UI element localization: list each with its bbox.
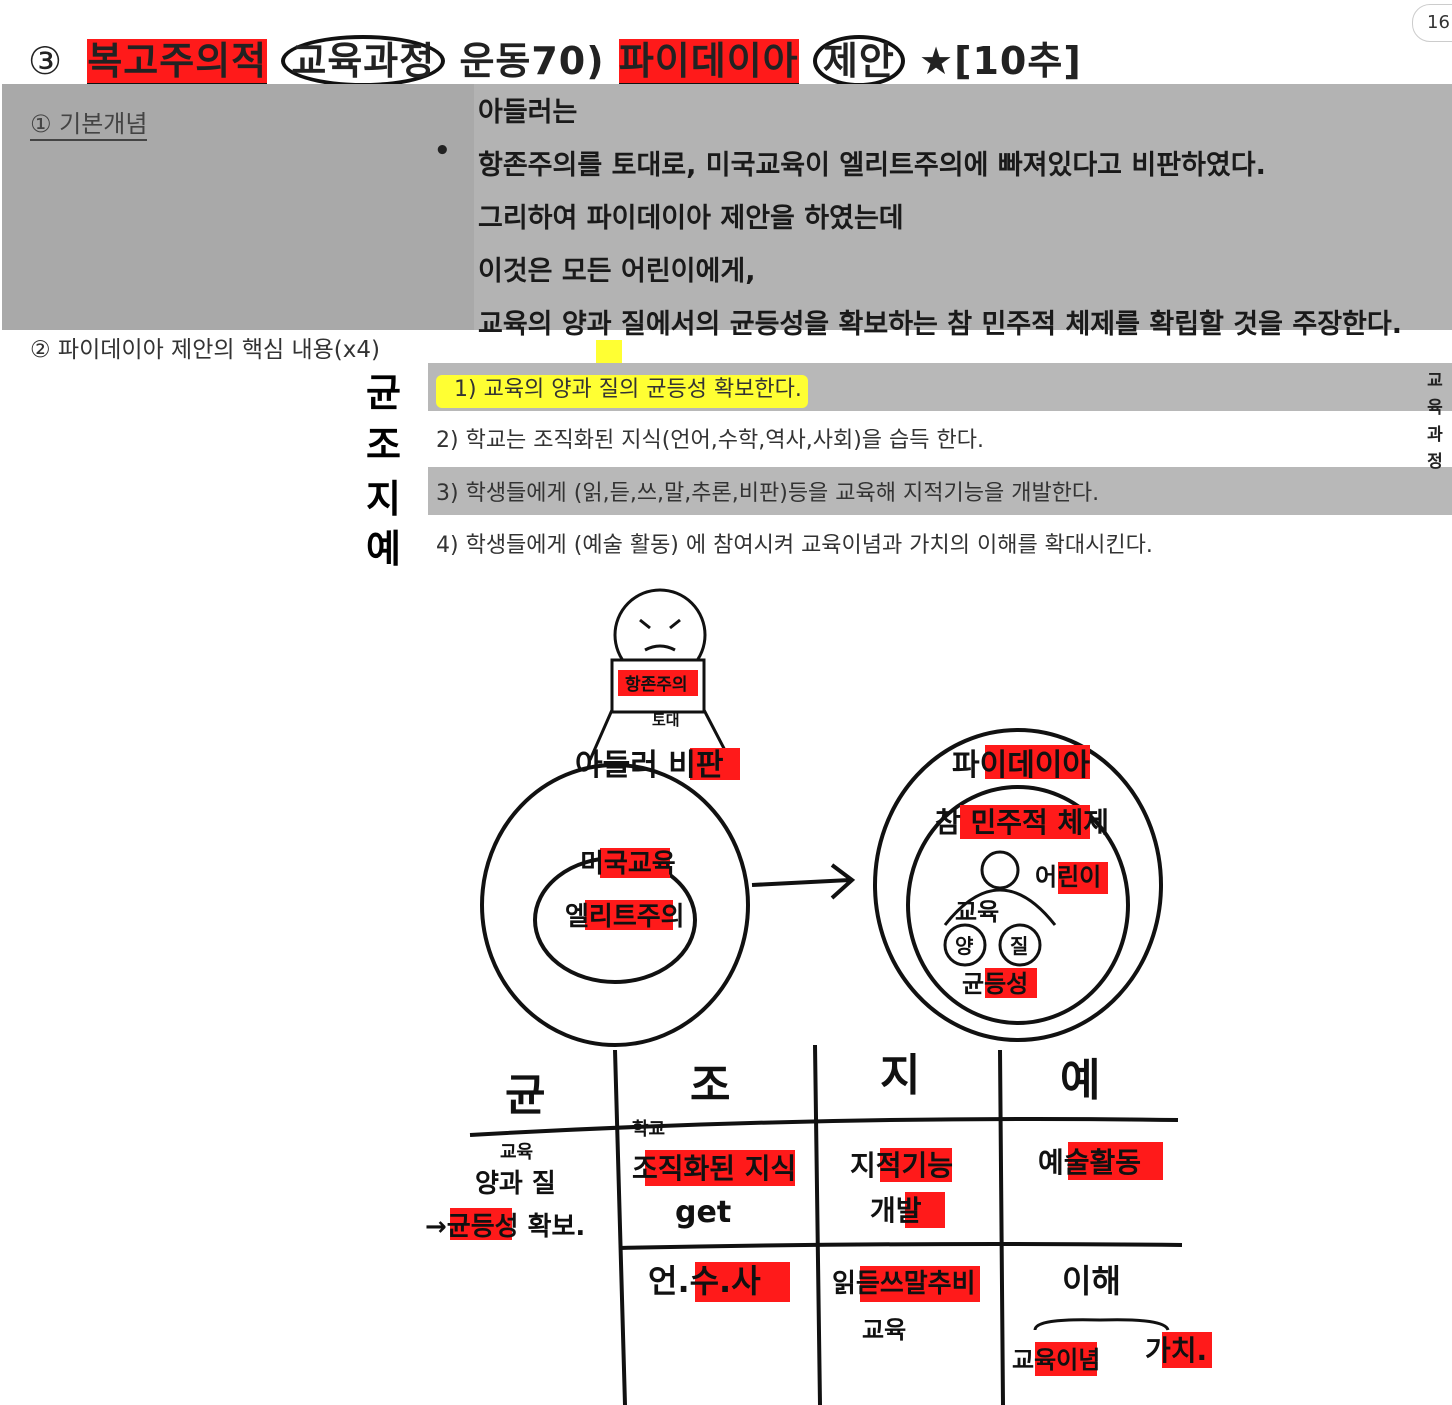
r1c1-line3: →균등성 확보. <box>425 1212 585 1242</box>
left-circle-outer <box>480 763 750 1047</box>
figure-face <box>639 618 681 652</box>
table-vertical-lines <box>613 1044 1005 1405</box>
quantity-circle <box>943 923 987 967</box>
left-highlight-1 <box>600 848 670 878</box>
right-circle-inner <box>906 785 1130 1025</box>
bullet-marker: • <box>434 136 451 166</box>
left-circle-top-label: 아들러 비판 <box>575 748 724 783</box>
right-q1: 양 <box>955 934 974 958</box>
right-equal-label: 균등성 <box>962 970 1028 998</box>
sign-highlight <box>618 670 698 696</box>
title-part-1: 복고주의적 <box>87 39 268 86</box>
r2c4-highlight-1 <box>1035 1342 1097 1376</box>
table-header-1: 균 <box>505 1070 545 1121</box>
table-header-2: 조 <box>690 1060 730 1111</box>
side-char-4: 정 <box>1427 452 1443 472</box>
r2c2-highlight <box>695 1262 790 1302</box>
left-inner-label-1: 미국교육 <box>580 849 676 879</box>
right-highlight-2 <box>960 805 1090 839</box>
right-highlight-equal <box>985 968 1037 998</box>
hand-letter-3: 지 <box>366 476 401 521</box>
right-highlight-child <box>1058 862 1108 894</box>
content-item-3: 3) 학생들에게 (읽,듣,쓰,말,추론,비판)등을 교육해 지적기능을 개발한… <box>428 467 1452 515</box>
title-part-3: 운동70) <box>459 39 605 83</box>
concept-line-3: 그리하여 파이데이아 제안을 하였는데 <box>478 203 904 234</box>
right-edu-label: 교육 <box>955 898 999 926</box>
table-header-4: 예 <box>1060 1055 1100 1106</box>
basic-concept-text: 아들러는 항존주의를 토대로, 미국교육이 엘리트주의에 빠져있다고 비판하였다… <box>478 86 1402 351</box>
r1c4-line1: 예술활동 <box>1038 1146 1141 1179</box>
table-header-3: 지 <box>880 1050 920 1101</box>
right-child-label: 어린이 <box>1035 863 1101 891</box>
hand-letter-2: 조 <box>366 422 401 467</box>
r1c3-highlight-2 <box>905 1192 945 1228</box>
side-char-2: 육 <box>1427 398 1443 418</box>
concept-line-1: 아들러는 <box>478 97 578 128</box>
r2c4-highlight-2 <box>1162 1332 1212 1368</box>
title-part-4: 파이데이아 <box>618 39 799 86</box>
r2c4-line3: 가치. <box>1145 1334 1207 1367</box>
right-circle-line2: 참 민주적 체제 <box>935 806 1109 839</box>
r2c4-line1: 이해 <box>1062 1262 1121 1300</box>
r1c2-line2: get <box>675 1195 731 1230</box>
concept-line-5: 교육의 양과 질에서의 균등성을 확보하는 참 민주적 체제를 확립할 것을 주… <box>478 309 1402 340</box>
r2c3-line1: 읽듣쓰말추비 <box>832 1269 976 1299</box>
basic-concept-label: ① 기본개념 <box>30 104 148 141</box>
left-highlight-top <box>690 748 740 780</box>
r1c4-highlight <box>1068 1142 1163 1180</box>
concept-line-4: 이것은 모든 어린이에게, <box>478 256 756 287</box>
r1c3-line2: 개발 <box>870 1194 922 1227</box>
r2c3-highlight <box>860 1266 980 1302</box>
hand-letter-1: 균 <box>366 370 401 415</box>
child-head <box>980 850 1020 890</box>
right-highlight-top <box>985 745 1090 779</box>
r1c1-highlight <box>450 1208 512 1240</box>
content-item-4: 4) 학생들에게 (예술 활동) 에 참여시켜 교육이념과 가치의 이해를 확대… <box>436 533 1153 558</box>
right-q2: 질 <box>1010 934 1028 958</box>
content-item-2: 2) 학교는 조직화된 지식(언어,수학,역사,사회)을 습득 한다. <box>436 428 984 453</box>
r1c2-small: 학교 <box>632 1118 665 1140</box>
side-char-1: 교 <box>1427 371 1443 391</box>
highlight-mark <box>596 340 622 366</box>
quality-circle <box>998 923 1042 967</box>
arrow-icon <box>751 863 856 900</box>
left-highlight-2 <box>585 900 673 930</box>
page-title: ③ 복고주의적 교육과정 운동70) 파이데이아 제안 ★[10추] <box>28 30 1082 87</box>
right-circle-top-label: 파이데이아 <box>952 748 1090 783</box>
title-part-2: 교육과정 <box>281 35 446 87</box>
r1c1-line1: 교육 <box>500 1142 533 1163</box>
side-char-3: 과 <box>1427 425 1443 445</box>
title-number: ③ <box>28 39 64 83</box>
concept-line-2: 항존주의를 토대로, 미국교육이 엘리트주의에 빠져있다고 비판하였다. <box>478 150 1266 181</box>
hand-letter-4: 예 <box>366 526 401 571</box>
section-2-label: ② 파이데이아 제안의 핵심 내용(x4) <box>30 337 380 363</box>
r1c2-highlight <box>645 1150 795 1186</box>
title-part-6: ★[10추] <box>919 39 1082 83</box>
sign-subtext: 토대 <box>652 711 680 729</box>
r2c2-text: 언.수.사 <box>648 1262 761 1300</box>
r1c2-line1: 조직화된 지식 <box>632 1152 796 1185</box>
content-item-1: 1) 교육의 양과 질의 균등성 확보한다. <box>428 363 1452 411</box>
basic-concept-panel: ① 기본개념 • 아들러는 항존주의를 토대로, 미국교육이 엘리트주의에 빠져… <box>2 84 1452 340</box>
table-horizontal-lines <box>469 1117 1183 1250</box>
page-number-badge[interactable]: 16 <box>1412 4 1452 42</box>
title-part-5: 제안 <box>812 35 905 87</box>
r1c3-highlight-1 <box>880 1148 952 1182</box>
child-arms <box>943 888 1057 926</box>
left-inner-label-2: 엘리트주의 <box>565 902 685 932</box>
r1c3-line1: 지적기능 <box>850 1149 953 1182</box>
r2c4-line2: 교육이념 <box>1012 1346 1100 1374</box>
basic-concept-inner-panel <box>474 84 1452 330</box>
brace-mark <box>1033 1318 1170 1331</box>
sign-text: 항존주의 <box>625 674 688 695</box>
right-circle-outer <box>873 728 1163 1042</box>
hand-drawing: 항존주의 토대 아들러 비판 미국교육 엘리트주의 파이데이아 참 민주적 체제… <box>425 588 1212 1405</box>
r2c3-line2: 교육 <box>862 1316 906 1344</box>
side-vertical-label: 교 육 과 정 <box>1424 368 1446 476</box>
r1c1-line2: 양과 질 <box>475 1169 556 1199</box>
